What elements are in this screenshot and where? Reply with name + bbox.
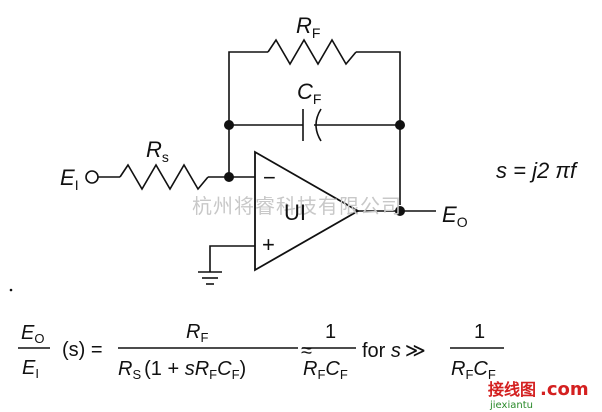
ground-symbol bbox=[198, 245, 255, 285]
eq-condition: for s≫ bbox=[362, 340, 426, 362]
eo-label: EO bbox=[442, 202, 468, 230]
brand-cn: 接线图 bbox=[488, 380, 536, 399]
eq-frac2-num: 1 bbox=[325, 321, 336, 343]
opamp bbox=[254, 150, 360, 272]
junction-dot bbox=[224, 120, 234, 130]
eq-frac2-den: RFCF bbox=[303, 358, 348, 382]
eq-lhs-num: EO bbox=[21, 322, 44, 346]
junction-dot bbox=[395, 206, 405, 216]
eq-lhs-den: EI bbox=[22, 357, 39, 381]
s-definition: s = j2 πf bbox=[496, 158, 579, 183]
eq-frac3-num: 1 bbox=[474, 321, 485, 343]
rf-resistor bbox=[267, 38, 357, 66]
junction-dot bbox=[224, 172, 234, 182]
brand-url: jiexiantu bbox=[489, 400, 533, 411]
minus-sign: − bbox=[263, 165, 276, 190]
eq-arg: (s) = bbox=[62, 339, 103, 361]
eq-frac1-num: RF bbox=[186, 321, 208, 345]
watermark-company: 杭州将睿科技有限公司 bbox=[192, 194, 402, 218]
rf-branch bbox=[228, 38, 401, 205]
ei-terminal bbox=[85, 170, 99, 184]
brand-com: .com bbox=[540, 379, 589, 400]
eq-approx: ≈ bbox=[301, 340, 312, 362]
rf-label: RF bbox=[296, 13, 320, 41]
transfer-function: EO EI (s) = RF RS(1 + sRFCF) ≈ 1 RFCF fo… bbox=[18, 321, 504, 382]
cf-label: CF bbox=[297, 79, 321, 107]
stray-mark bbox=[9, 288, 13, 292]
brand-watermark: 接线图 .com jiexiantu bbox=[488, 379, 589, 411]
eq-frac3-den: RFCF bbox=[451, 358, 496, 382]
ei-label: EI bbox=[60, 165, 79, 193]
rs-label: Rs bbox=[146, 137, 169, 165]
cf-branch bbox=[229, 108, 400, 142]
opamp-label: UI bbox=[284, 200, 306, 225]
plus-sign: + bbox=[262, 232, 275, 257]
rs-resistor bbox=[119, 163, 209, 191]
junction-dot bbox=[395, 120, 405, 130]
eq-frac1-den: RS(1 + sRFCF) bbox=[118, 358, 246, 382]
